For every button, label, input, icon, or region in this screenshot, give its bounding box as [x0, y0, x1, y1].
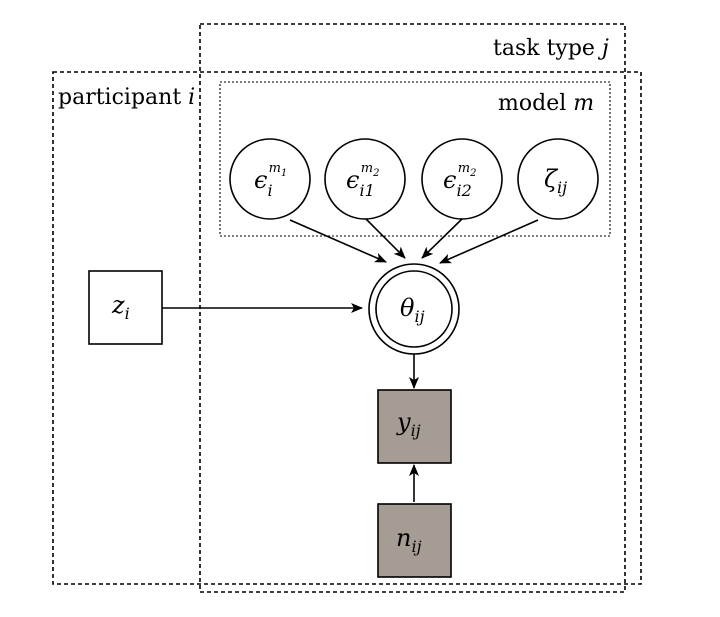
y-node [377, 389, 452, 464]
n-label: nij [396, 524, 422, 556]
z-label: zi [111, 291, 130, 323]
zeta-label: ζij [544, 165, 567, 197]
edge-eps-i-to-theta [289, 219, 387, 263]
eps-i1-label: ϵi1m2 [346, 161, 379, 200]
model-plate-label: model m [498, 91, 594, 116]
eps-i2-label: ϵi2m2 [443, 161, 476, 200]
zeta-node [517, 138, 599, 220]
participant-plate-label: participant i [58, 85, 195, 110]
eps-i2-node [421, 138, 503, 220]
eps-i-node [229, 138, 311, 220]
theta-label: θij [400, 294, 425, 326]
edge-zeta-to-theta [439, 219, 539, 264]
task-type-plate-label: task type j [493, 36, 609, 61]
edge-eps-i2-to-theta [421, 217, 464, 259]
z-node [88, 270, 163, 345]
y-label: yij [396, 408, 421, 440]
participant-plate [52, 71, 642, 585]
edge-eps-i1-to-theta [364, 217, 406, 259]
theta-node-inner [375, 270, 453, 348]
n-node [377, 503, 452, 578]
eps-i-label: ϵim1 [254, 161, 287, 200]
eps-i1-node [324, 138, 406, 220]
